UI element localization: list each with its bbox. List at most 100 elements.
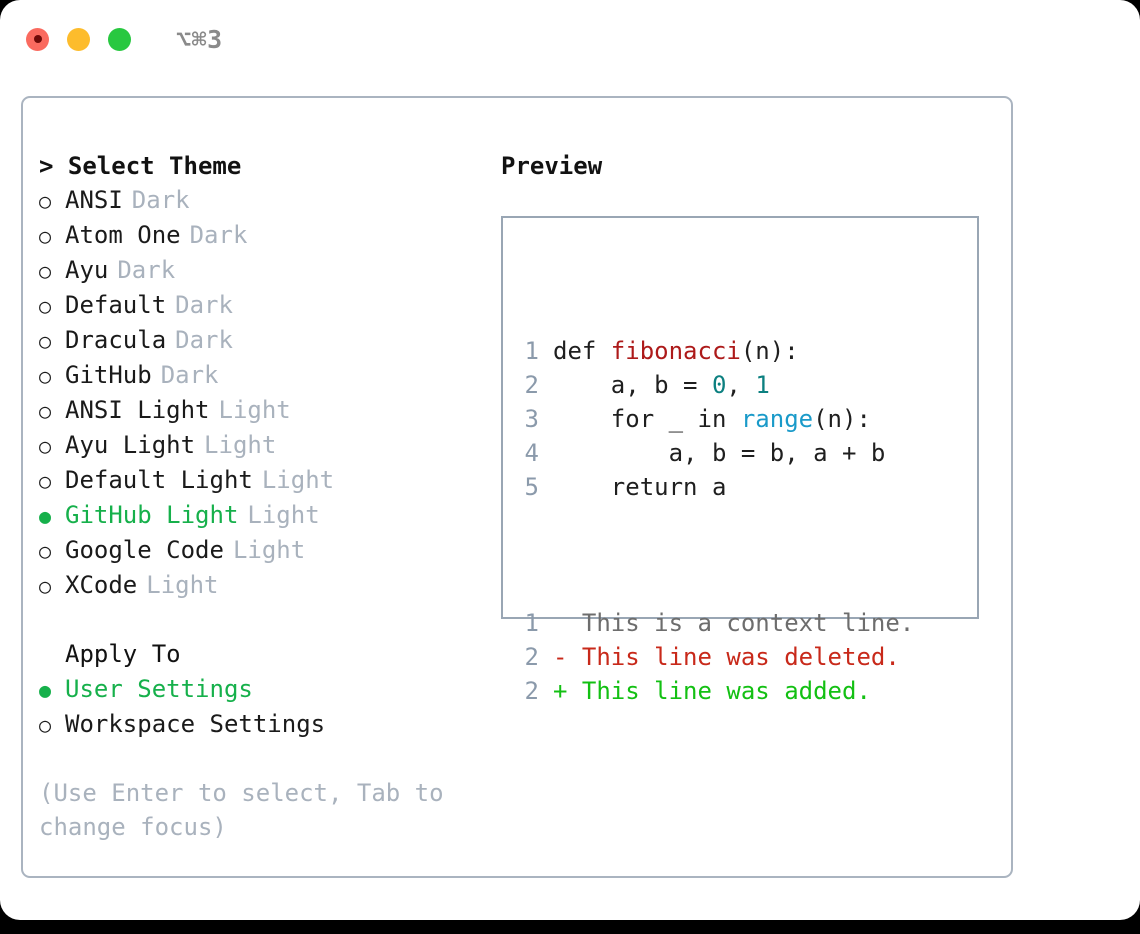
radio-selected-icon[interactable]: ● [39,678,52,702]
code-token-builtin: range [740,405,814,433]
apply-to-heading-marker: ○ [39,638,65,672]
apply-to-list[interactable]: ● User Settings ○ Workspace Settings [39,672,479,742]
code-token-plain: for _ in [553,405,741,433]
theme-item-variant: Light [146,571,219,599]
keyboard-shortcut-label: ⌥⌘3 [176,24,223,54]
code-token-plain: return a [553,473,727,501]
radio-unselected-icon[interactable]: ○ [39,713,52,737]
code-line: 2 a, b = 0, 1 [515,368,914,402]
theme-item-name: GitHub [65,361,152,389]
code-line-content: def fibonacci(n): [553,334,799,368]
code-token-plain: , [726,371,756,399]
traffic-lights [26,27,131,51]
section-spacer [39,603,479,637]
close-button[interactable] [26,27,49,51]
theme-item-name: Atom One [65,221,181,249]
code-line: 4 a, b = b, a + b [515,436,914,470]
theme-item[interactable]: ○ Google Code Light [39,533,479,568]
diff-line-number: 2 [524,677,539,705]
radio-selected-icon[interactable]: ● [39,504,52,528]
code-line-content: a, b = b, a + b [553,436,886,470]
radio-unselected-icon[interactable]: ○ [39,399,52,423]
radio-unselected-icon[interactable]: ○ [39,364,52,388]
theme-item[interactable]: ○ Default Dark [39,288,479,323]
theme-item-name: GitHub Light [65,501,239,529]
code-line-content: a, b = 0, 1 [553,368,770,402]
diff-line-sign: - [553,643,582,671]
preview-heading: Preview [501,152,603,180]
theme-item[interactable]: ○ ANSI Light Light [39,393,479,428]
radio-unselected-icon[interactable]: ○ [39,224,52,248]
theme-item-variant: Dark [117,256,176,284]
code-line-number: 4 [524,439,539,467]
theme-item-name: ANSI [65,186,123,214]
theme-item-name: ANSI Light [65,396,210,424]
apply-to-label: Apply To [65,640,181,668]
code-token-plain: a, b = b, a + b [553,439,886,467]
theme-item-name: Google Code [65,536,224,564]
theme-item-name: XCode [65,571,138,599]
theme-item[interactable]: ○ GitHub Dark [39,358,479,393]
diff-line: 1 This is a context line. [515,606,915,640]
theme-item-name: Dracula [65,326,167,354]
code-token-plain: (n): [740,337,799,365]
apply-to-item-name: Workspace Settings [65,710,326,738]
code-line: 5 return a [515,470,914,504]
apply-to-item[interactable]: ● User Settings [39,672,479,707]
diff-line-text: This is a context line. [581,609,915,637]
theme-item[interactable]: ○ Ayu Dark [39,253,479,288]
theme-item-name: Ayu Light [65,431,196,459]
theme-item-variant: Dark [131,186,190,214]
radio-unselected-icon[interactable]: ○ [39,294,52,318]
theme-item-variant: Dark [175,291,233,319]
radio-unselected-icon[interactable]: ○ [39,469,52,493]
theme-item[interactable]: ○ XCode Light [39,568,479,603]
code-token-plain: def [553,337,611,365]
code-line-number: 2 [524,371,539,399]
theme-item-variant: Dark [160,361,219,389]
code-line-number: 5 [524,473,539,501]
theme-item-name: Default [65,291,167,319]
theme-item-variant: Light [232,536,306,564]
theme-item-variant: Light [261,466,335,494]
diff-line: 2- This line was deleted. [515,640,914,674]
code-line: 3 for _ in range(n): [515,402,914,436]
diff-lines: 1 This is a context line.2- This line wa… [515,606,915,708]
diff-line-text: This line was deleted. [581,643,900,671]
theme-item-name: Ayu [65,256,109,284]
diff-line-sign: + [553,677,582,705]
title-bar: ⌥⌘3 [0,0,1140,78]
radio-unselected-icon[interactable]: ○ [39,539,52,563]
code-line-number: 3 [524,405,539,433]
zoom-button[interactable] [108,27,131,51]
minimize-button[interactable] [67,27,90,51]
theme-item-variant: Light [247,501,320,529]
theme-item[interactable]: ○ ANSI Dark [39,183,479,218]
radio-unselected-icon[interactable]: ○ [39,189,52,213]
theme-item-variant: Light [218,396,291,424]
apply-to-item-name: User Settings [65,675,253,703]
theme-item-variant: Dark [175,326,233,354]
code-token-plain: a, b = [553,371,712,399]
diff-line-text: This line was added. [581,677,871,705]
theme-item[interactable]: ● GitHub Light Light [39,498,479,533]
diff-line-number: 2 [524,643,539,671]
select-theme-heading: > Select Theme [39,152,242,180]
code-token-plain: (n): [813,405,871,433]
apply-to-item[interactable]: ○ Workspace Settings [39,707,479,742]
radio-unselected-icon[interactable]: ○ [39,434,52,458]
theme-item[interactable]: ○ Dracula Dark [39,323,479,358]
radio-unselected-icon[interactable]: ○ [39,259,52,283]
radio-unselected-icon[interactable]: ○ [39,329,52,353]
radio-unselected-icon[interactable]: ○ [39,574,52,598]
